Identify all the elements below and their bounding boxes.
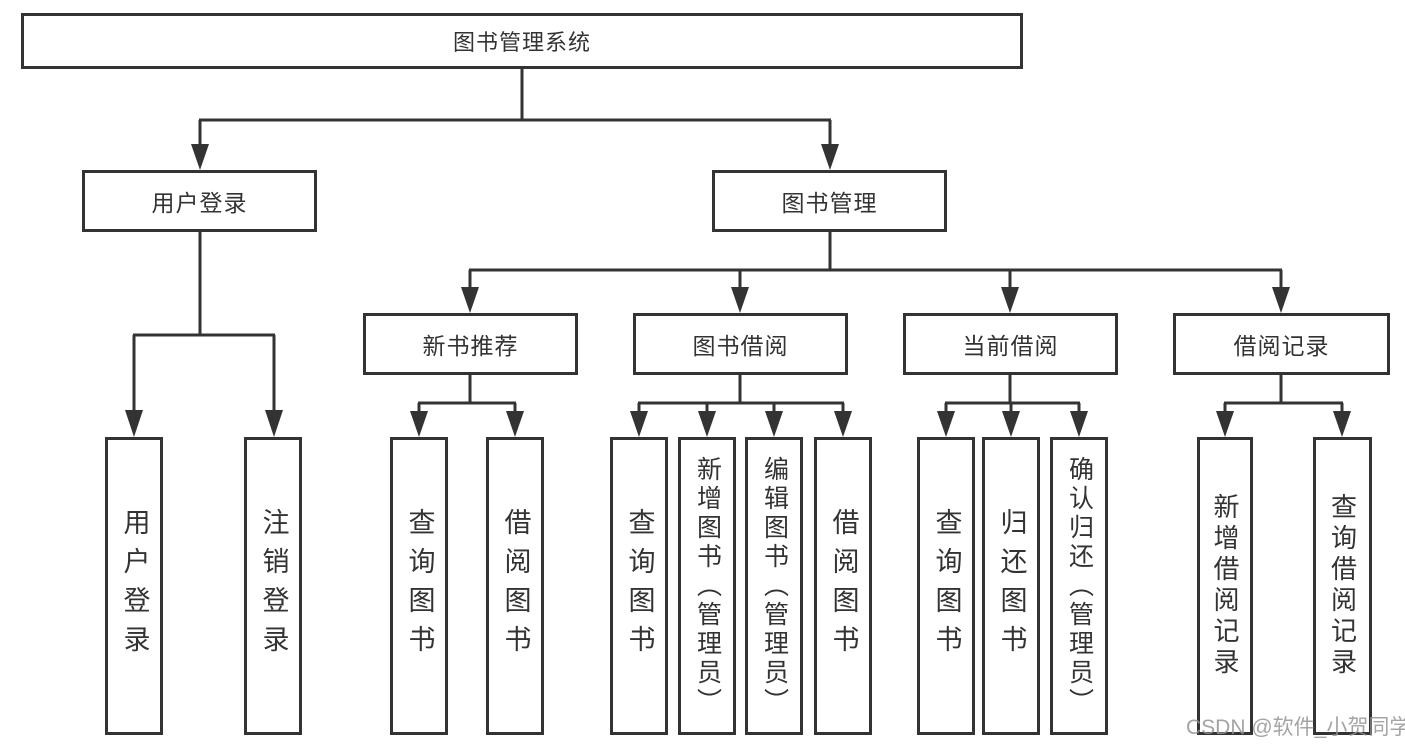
- leaf-label: 新增图书（管理员）: [693, 455, 722, 717]
- leaf-user-login: 用户登录: [105, 437, 163, 735]
- leaf-label: 查询图书: [931, 508, 962, 664]
- node-book-borrowing: 图书借阅: [633, 313, 848, 375]
- leaf-recommend-query-books: 查询图书: [390, 437, 448, 735]
- watermark: CSDN @软件_小贺同学: [1186, 716, 1405, 739]
- leaf-borrowing-add-books-admin: 新增图书（管理员）: [678, 437, 736, 735]
- leaf-records-add-borrow-record: 新增借阅记录: [1197, 437, 1253, 735]
- leaf-label: 查询借阅记录: [1327, 493, 1358, 679]
- node-new-book-recommendation: 新书推荐: [363, 313, 578, 375]
- node-borrowing-records: 借阅记录: [1173, 313, 1390, 375]
- leaf-label: 注销登录: [258, 508, 289, 664]
- leaf-label: 借阅图书: [828, 508, 859, 664]
- leaf-recommend-borrow-books: 借阅图书: [486, 437, 544, 735]
- leaf-borrowing-query-books: 查询图书: [610, 437, 668, 735]
- leaf-label: 确认归还（管理员）: [1065, 455, 1094, 717]
- node-label: 借阅记录: [1233, 333, 1330, 359]
- leaf-current-query-books: 查询图书: [917, 437, 975, 735]
- leaf-label: 编辑图书（管理员）: [760, 455, 789, 717]
- node-user-login: 用户登录: [82, 170, 317, 232]
- leaf-current-confirm-return-admin: 确认归还（管理员）: [1050, 437, 1108, 735]
- node-label: 图书管理: [781, 190, 878, 216]
- leaf-label: 新增借阅记录: [1210, 493, 1240, 679]
- node-library-management-system: 图书管理系统: [21, 13, 1023, 69]
- node-label: 当前借阅: [962, 333, 1059, 359]
- leaf-label: 借阅图书: [500, 508, 531, 664]
- leaf-records-query-borrow-record: 查询借阅记录: [1313, 437, 1372, 735]
- leaf-label: 查询图书: [404, 508, 435, 664]
- leaf-label: 用户登录: [119, 508, 150, 664]
- leaf-current-return-books: 归还图书: [982, 437, 1040, 735]
- node-current-borrowing: 当前借阅: [903, 313, 1118, 375]
- node-label: 图书管理系统: [452, 30, 591, 55]
- node-label: 新书推荐: [422, 333, 519, 359]
- leaf-logout: 注销登录: [244, 437, 302, 735]
- leaf-borrowing-borrow-books: 借阅图书: [814, 437, 872, 735]
- node-book-management: 图书管理: [712, 170, 947, 232]
- leaf-borrowing-edit-books-admin: 编辑图书（管理员）: [745, 437, 803, 735]
- leaf-label: 归还图书: [996, 508, 1027, 664]
- node-label: 图书借阅: [692, 333, 789, 359]
- leaf-label: 查询图书: [624, 508, 655, 664]
- node-label: 用户登录: [151, 190, 248, 216]
